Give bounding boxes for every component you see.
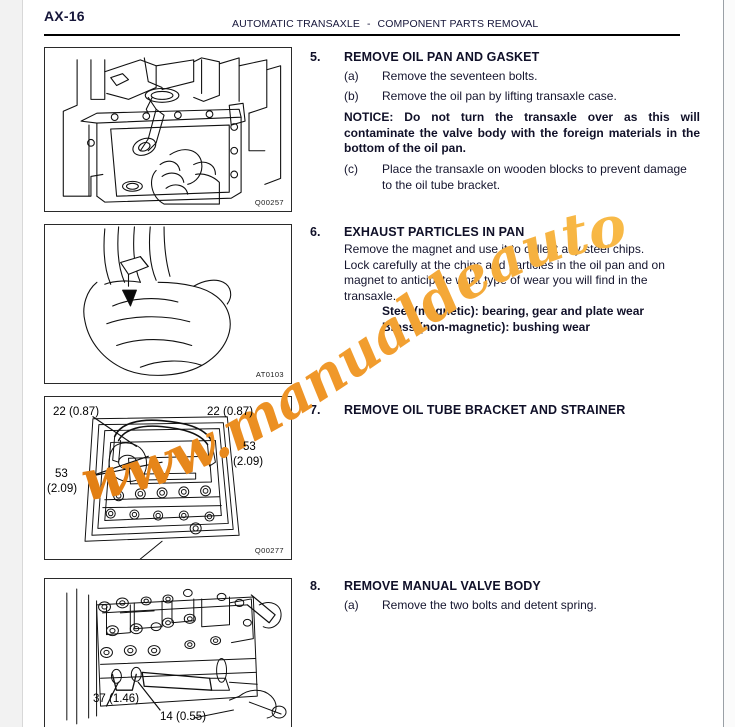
step-5-number: 5. xyxy=(310,50,321,64)
step-5-item-c-label: (c) xyxy=(344,162,358,177)
step-7-number: 7. xyxy=(310,403,321,417)
step-6-title: EXHAUST PARTICLES IN PAN xyxy=(344,225,525,239)
step-6: 6. EXHAUST PARTICLES IN PAN Remove the m… xyxy=(310,225,710,336)
page-header-title: AUTOMATIC TRANSAXLE-COMPONENT PARTS REMO… xyxy=(232,18,538,30)
figure-oil-pan-removal: Q00257 xyxy=(44,47,292,212)
figure-1-id: Q00257 xyxy=(253,198,285,207)
step-7: 7. REMOVE OIL TUBE BRACKET AND STRAINER xyxy=(310,403,710,417)
header-separator: - xyxy=(366,18,371,30)
step-8-heading: 8. REMOVE MANUAL VALVE BODY xyxy=(310,579,710,593)
figure-3-illustration xyxy=(84,416,240,559)
figure-magnet-particles: AT0103 xyxy=(44,224,292,384)
step-6-paragraph-1: Remove the magnet and use it to collect … xyxy=(344,242,645,256)
step-5-heading: 5. REMOVE OIL PAN AND GASKET xyxy=(310,50,710,64)
callout-22-087-right: 22 (0.87) xyxy=(207,406,254,418)
step-7-title: REMOVE OIL TUBE BRACKET AND STRAINER xyxy=(344,403,626,417)
figure-oil-tube-bracket-strainer: 22 (0.87) 22 (0.87) 53 (2.09) 53 (2.09) … xyxy=(44,396,292,560)
callout-37-146: 37 (1.46) xyxy=(93,693,140,705)
header-subsection-name: COMPONENT PARTS REMOVAL xyxy=(377,18,539,30)
step-5-item-c-text: Place the transaxle on wooden blocks to … xyxy=(382,162,687,192)
step-8: 8. REMOVE MANUAL VALVE BODY (a) Remove t… xyxy=(310,579,710,613)
step-8-item-a-label: (a) xyxy=(344,598,359,612)
step-5-item-c: (c) Place the transaxle on wooden blocks… xyxy=(310,162,710,193)
callout-53-left-inch: (2.09) xyxy=(47,483,78,495)
page-gutter-left xyxy=(0,0,23,727)
step-5-item-b-label: (b) xyxy=(344,89,359,104)
step-6-number: 6. xyxy=(310,225,321,239)
step-5-item-b-text: Remove the oil pan by lifting transaxle … xyxy=(382,89,617,104)
figure-manual-valve-body: 37 (1.46) 14 (0.55) xyxy=(44,578,292,727)
step-5-title: REMOVE OIL PAN AND GASKET xyxy=(344,50,540,64)
step-5-notice: NOTICE: Do not turn the transaxle over a… xyxy=(344,109,700,156)
figure-2-illustration xyxy=(83,226,232,376)
step-6-wear-steel: Steel (magnetic): bearing, gear and plat… xyxy=(382,304,645,319)
figure-2-id: AT0103 xyxy=(254,370,285,379)
step-6-wear-brass: Brass (non-magnetic): bushing wear xyxy=(382,319,591,334)
callout-53-right-value: 53 xyxy=(243,441,256,453)
page-gutter-right xyxy=(723,0,735,727)
callout-14-055: 14 (0.55) xyxy=(160,711,207,723)
header-section-name: AUTOMATIC TRANSAXLE xyxy=(232,18,360,30)
step-5: 5. REMOVE OIL PAN AND GASKET (a) Remove … xyxy=(310,50,710,193)
step-7-heading: 7. REMOVE OIL TUBE BRACKET AND STRAINER xyxy=(310,403,710,417)
header-rule xyxy=(44,34,680,36)
figure-4-illustration xyxy=(66,588,287,725)
callout-22-087-left: 22 (0.87) xyxy=(53,406,100,418)
callout-53-right-inch: (2.09) xyxy=(233,456,264,468)
step-6-heading: 6. EXHAUST PARTICLES IN PAN xyxy=(310,225,710,239)
step-8-item-a: (a) Remove the two bolts and detent spri… xyxy=(310,598,710,613)
page-number: AX-16 xyxy=(44,8,85,24)
step-8-number: 8. xyxy=(310,579,321,593)
step-8-title: REMOVE MANUAL VALVE BODY xyxy=(344,579,541,593)
step-5-item-a: (a) Remove the seventeen bolts. xyxy=(310,69,710,84)
step-5-item-a-label: (a) xyxy=(344,69,359,83)
figure-1-illustration xyxy=(62,57,282,205)
step-5-item-b: (b) Remove the oil pan by lifting transa… xyxy=(310,89,710,104)
step-6-paragraph-2: Lock carefully at the chips and particle… xyxy=(344,257,665,303)
callout-53-left-value: 53 xyxy=(55,468,68,480)
step-5-item-a-text: Remove the seventeen bolts. xyxy=(382,69,538,83)
step-8-item-a-text: Remove the two bolts and detent spring. xyxy=(382,598,597,612)
figure-3-id: Q00277 xyxy=(253,546,285,555)
